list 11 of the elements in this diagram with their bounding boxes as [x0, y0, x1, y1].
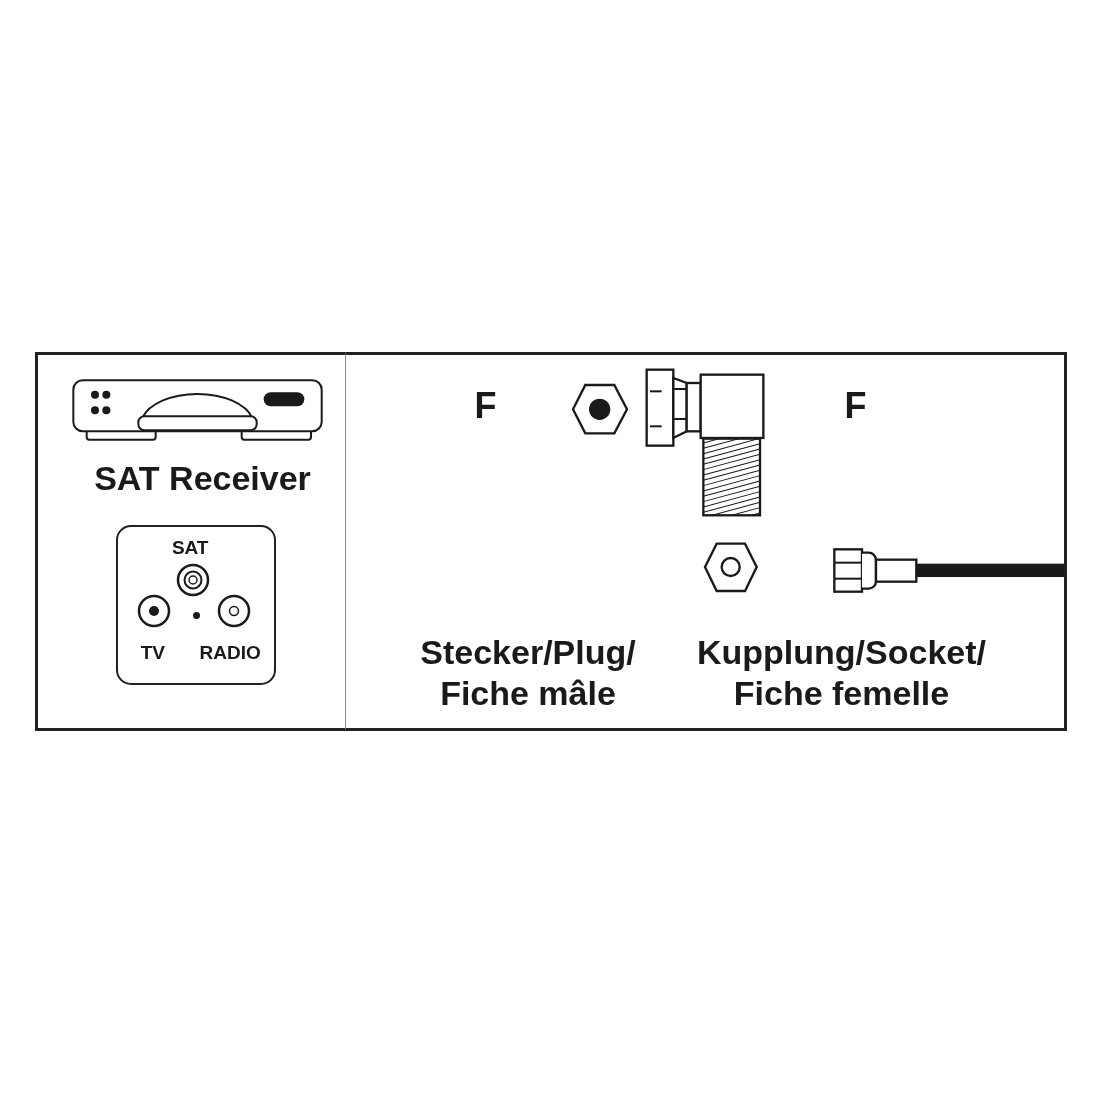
panel [35, 352, 346, 731]
wall-plate [116, 525, 276, 685]
socket-label: RADIO [199, 643, 261, 663]
socket-label: SAT [171, 538, 209, 558]
panel [346, 352, 1067, 731]
connector-caption: Stecker/Plug/ Fiche mâle [419, 631, 637, 714]
connector-caption: Kupplung/Socket/ Fiche femelle [696, 631, 987, 714]
socket-label: TV [140, 643, 165, 663]
connector-type-label: F [474, 387, 497, 424]
connector-type-label: F [844, 387, 867, 424]
device-caption: SAT Receiver [94, 461, 311, 495]
